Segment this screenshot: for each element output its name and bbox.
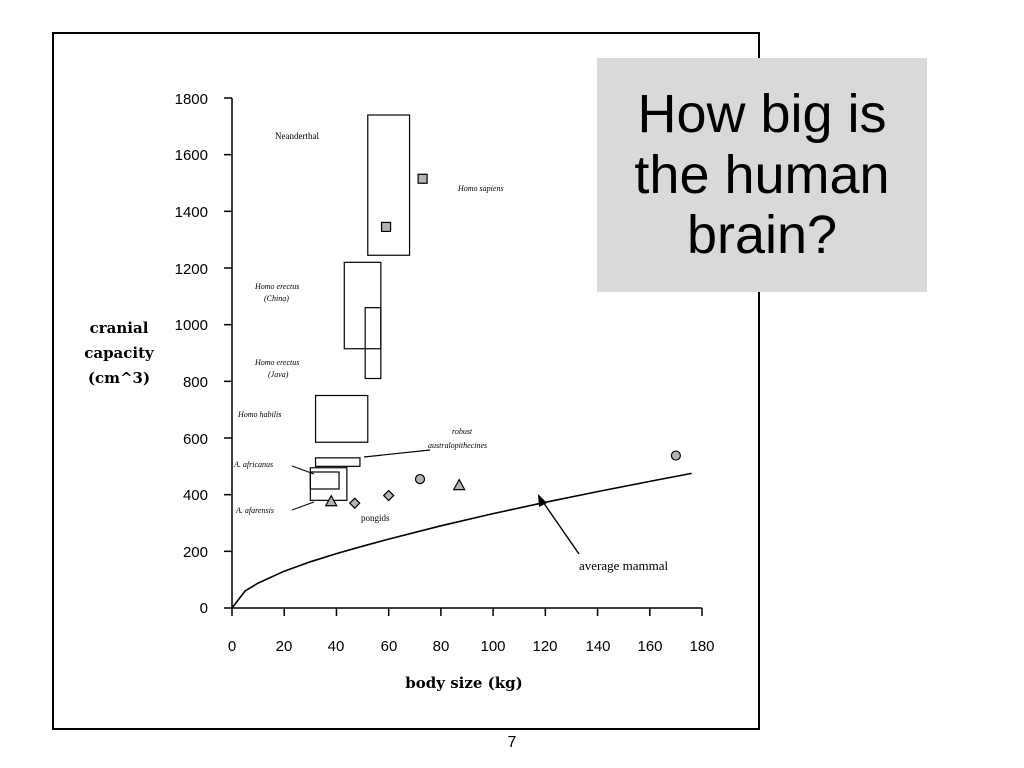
x-tick-label: 180: [689, 638, 714, 655]
range-box-a-africanus: [309, 467, 348, 501]
y-tick-label: 0: [200, 600, 208, 617]
pointer-afarensis: [291, 501, 315, 511]
arrowhead-icon: [538, 494, 547, 507]
x-tick-label: 40: [328, 638, 345, 655]
y-tick-label: 1000: [175, 317, 208, 334]
annotation-homo-habilis: Homo habilis: [237, 410, 281, 419]
arrow-average-mammal: [542, 501, 580, 555]
y-tick-label: 1400: [175, 204, 208, 221]
figure-frame: [52, 32, 760, 730]
range-box-robust-australopithecines: [314, 457, 361, 467]
y-axis-title-line: (cm^3): [88, 369, 150, 387]
hominid-range-boxes: [309, 114, 411, 501]
data-point-pongids-triangle: [324, 494, 338, 507]
pointer-africanus: [291, 465, 315, 475]
y-tick-label: 1600: [175, 147, 208, 164]
range-box-neanderthal: [367, 114, 411, 256]
annotation-erectus-java-region: (Java): [268, 370, 289, 379]
page-number: 7: [507, 734, 517, 751]
slide-title: How big is the human brain?: [634, 84, 890, 266]
x-tick-label: 160: [637, 638, 662, 655]
annotation-robust: robust: [452, 427, 473, 436]
range-box-homo-erectus-china: [343, 261, 382, 350]
y-tick-label: 1800: [175, 91, 208, 108]
y-axis-title-line: cranial: [90, 319, 149, 337]
average-mammal-curve: [231, 472, 692, 609]
y-tick-label: 800: [183, 374, 208, 391]
data-point-pongids-diamond: [382, 489, 395, 502]
data-point-average-mammal-circle: [670, 450, 681, 461]
x-axis-title: body size (kg): [405, 674, 522, 692]
data-points: [324, 173, 681, 510]
data-point-pongids-circle: [414, 473, 426, 485]
x-tick-label: 140: [585, 638, 610, 655]
slide-title-box: How big is the human brain?: [597, 58, 927, 292]
annotation-homo-sapiens: Homo sapiens: [457, 184, 504, 193]
annotation-pongids: pongids: [361, 513, 390, 523]
data-point-homo-sapiens-square: [417, 173, 428, 184]
pointer-robust: [363, 449, 431, 458]
x-tick-label: 60: [381, 638, 398, 655]
annotation-australopithecines: australopithecines: [428, 441, 487, 450]
data-point-pongids-triangle: [452, 478, 466, 491]
data-point-homo-sapiens-square: [380, 221, 392, 233]
range-box-a-afarensis: [309, 471, 340, 490]
x-tick-label: 80: [433, 638, 450, 655]
range-box-homo-erectus-java: [364, 307, 382, 380]
annotation-afarensis: A. afarensis: [235, 506, 274, 515]
x-tick-label: 0: [228, 638, 236, 655]
range-box-homo-habilis: [314, 394, 369, 443]
x-tick-labels: 0 20 40 60 80 100 120 140 160 180: [228, 638, 715, 655]
y-tick-labels: 0 200 400 600 800 1000 1200 1400 1600 18…: [175, 91, 208, 617]
annotation-erectus-china: Homo erectus: [254, 282, 299, 291]
annotation-africanus: A. africanus: [233, 460, 273, 469]
annotation-erectus-java: Homo erectus: [254, 358, 299, 367]
annotation-average-mammal: average mammal: [579, 558, 669, 573]
y-tick-label: 200: [183, 544, 208, 561]
y-axis-title-line: capacity: [84, 344, 155, 362]
x-tick-label: 120: [532, 638, 557, 655]
data-point-pongids-diamond: [348, 497, 361, 510]
y-tick-label: 600: [183, 431, 208, 448]
y-tick-label: 400: [183, 487, 208, 504]
y-tick-label: 1200: [175, 261, 208, 278]
x-tick-label: 100: [480, 638, 505, 655]
annotations: Neanderthal Homo sapiens Homo erectus (C…: [233, 131, 669, 573]
annotation-neanderthal: Neanderthal: [275, 131, 319, 141]
annotation-erectus-china-region: (China): [264, 294, 289, 303]
y-axis-title: cranial capacity (cm^3): [84, 319, 155, 387]
x-tick-label: 20: [276, 638, 293, 655]
axes: [224, 97, 703, 616]
